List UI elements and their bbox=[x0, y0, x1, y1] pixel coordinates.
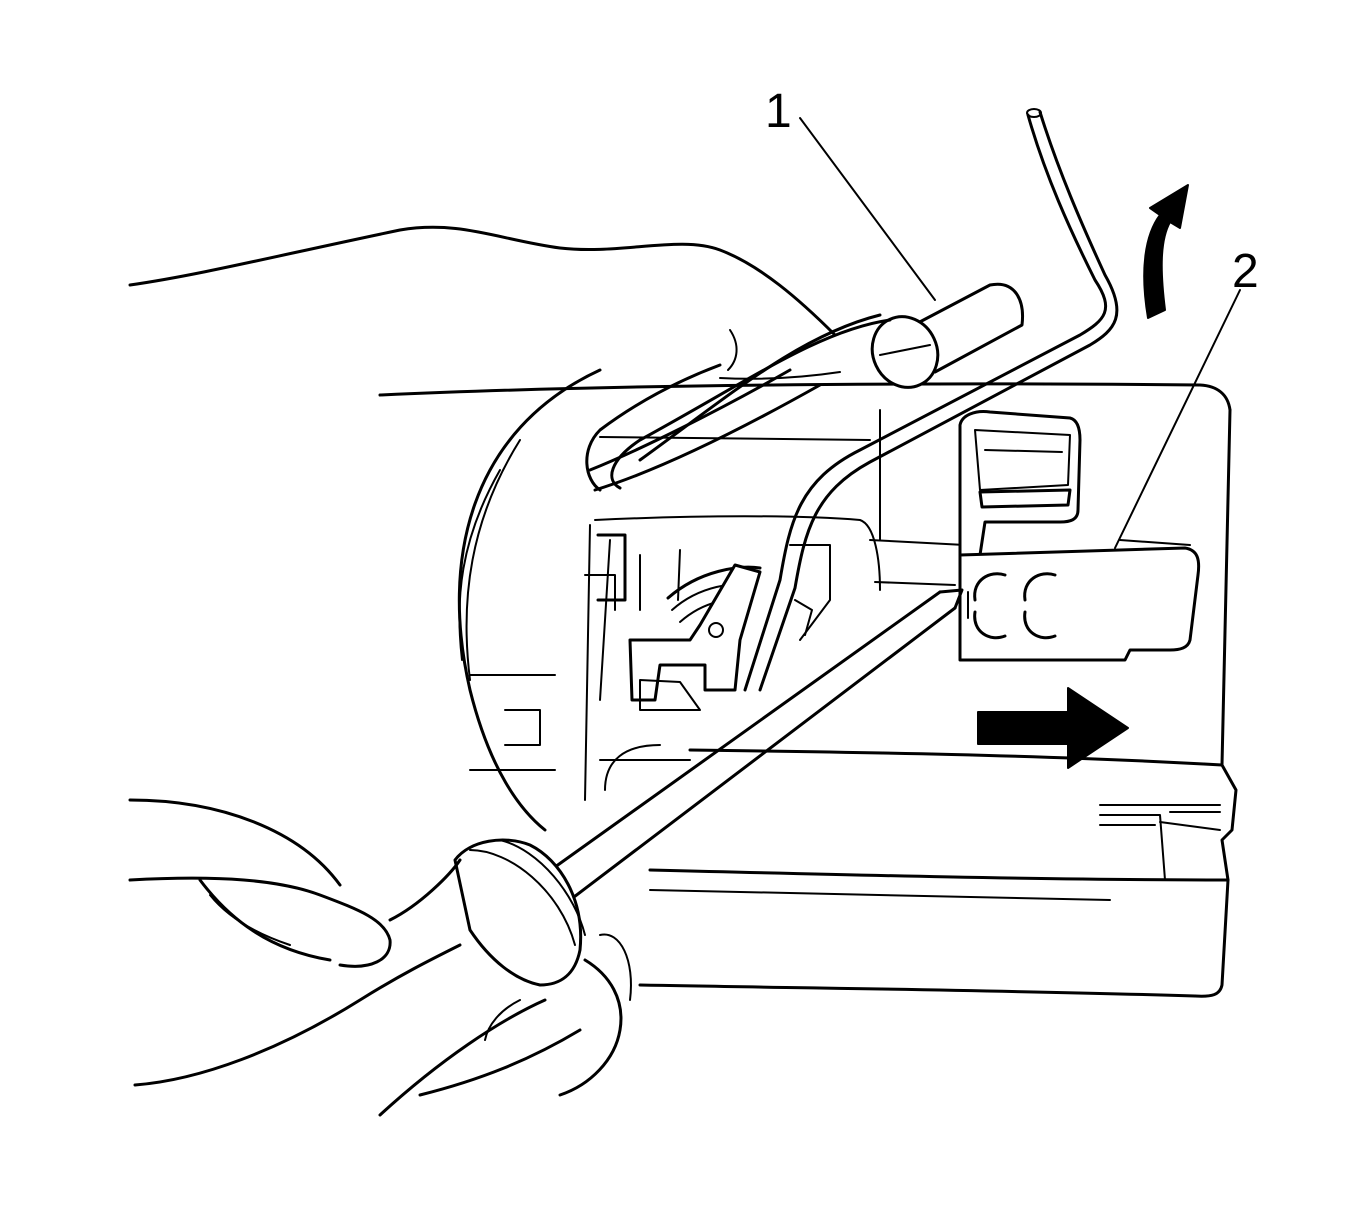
component-1-cylinder bbox=[610, 282, 1025, 490]
screwdriver bbox=[453, 588, 964, 987]
housing bbox=[378, 382, 1238, 998]
cutaway-detail bbox=[457, 368, 881, 832]
callout-leaders bbox=[799, 117, 1241, 549]
callout-1-leader bbox=[799, 117, 936, 301]
lift-direction-arrow bbox=[1143, 184, 1189, 319]
hook-tool bbox=[743, 108, 1119, 692]
callout-1-label: 1 bbox=[765, 85, 792, 138]
callout-2-label: 2 bbox=[1232, 245, 1259, 298]
component-2-connector bbox=[958, 410, 1201, 662]
upper-hand bbox=[128, 225, 841, 492]
callout-2-leader bbox=[1114, 289, 1241, 549]
slide-direction-arrow bbox=[977, 687, 1129, 769]
lower-hand bbox=[128, 798, 632, 1117]
